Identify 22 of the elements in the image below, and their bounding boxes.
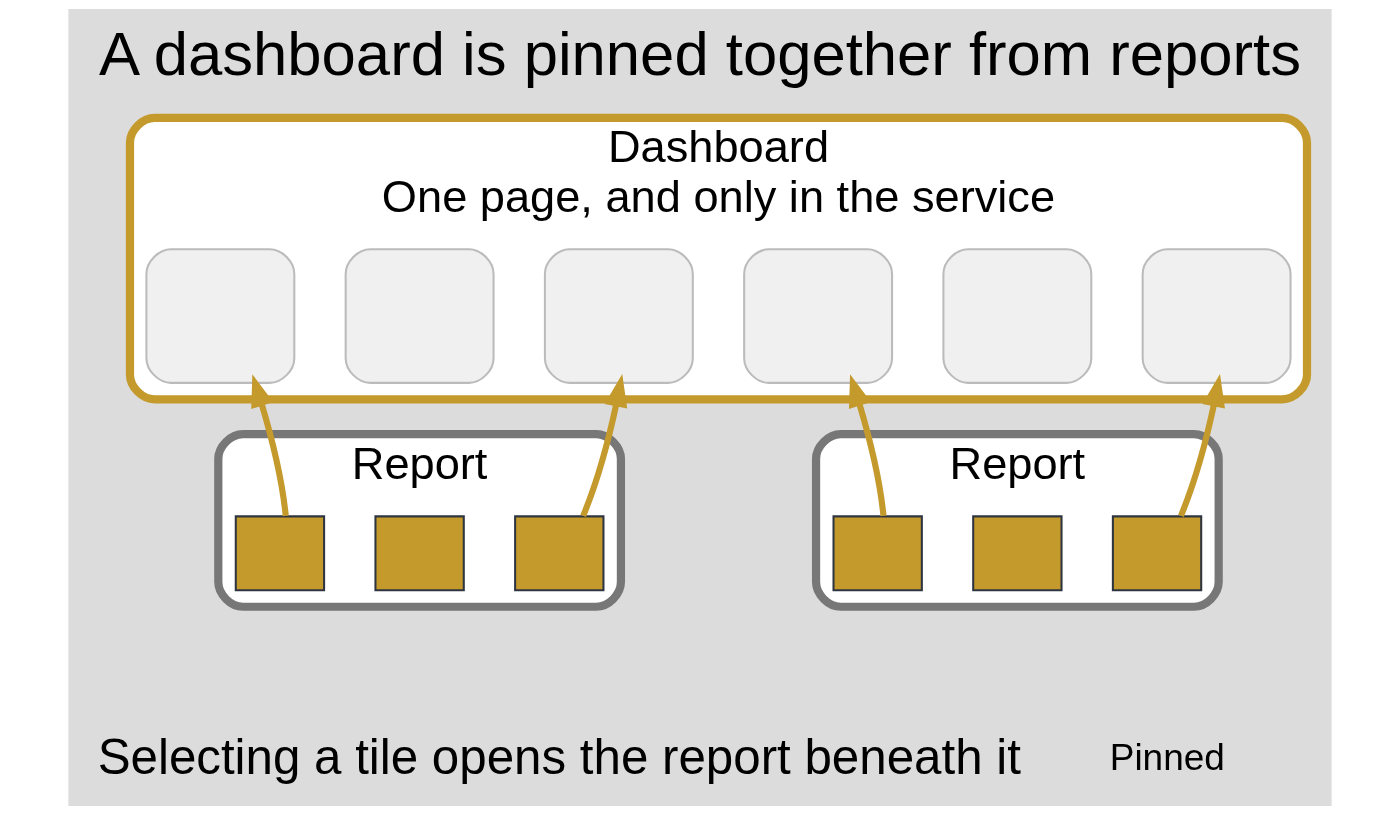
node-box xyxy=(344,247,495,384)
node-box xyxy=(743,247,894,384)
cluster: Report xyxy=(214,429,626,611)
node-chart xyxy=(374,514,465,591)
node-box xyxy=(145,247,296,384)
arrow xyxy=(1178,373,1225,517)
arrow xyxy=(251,373,289,516)
arrow xyxy=(848,373,887,516)
arrow xyxy=(580,373,628,517)
cluster: Dashboard One page, and only in the service xyxy=(125,113,1312,403)
node-chart xyxy=(514,514,605,591)
node-chart xyxy=(1111,514,1203,591)
node-box xyxy=(543,247,694,384)
cluster: Report xyxy=(811,429,1223,611)
node-box xyxy=(942,247,1093,384)
node-chart xyxy=(832,514,923,591)
label: Pinned xyxy=(1109,736,1225,778)
node-chart xyxy=(972,514,1063,591)
node-chart xyxy=(234,514,326,591)
node-box xyxy=(1141,247,1292,384)
caption: Selecting a tile opens the report beneath it xyxy=(97,728,1021,784)
diagram-title: A dashboard is pinned together from reports xyxy=(98,18,1302,88)
